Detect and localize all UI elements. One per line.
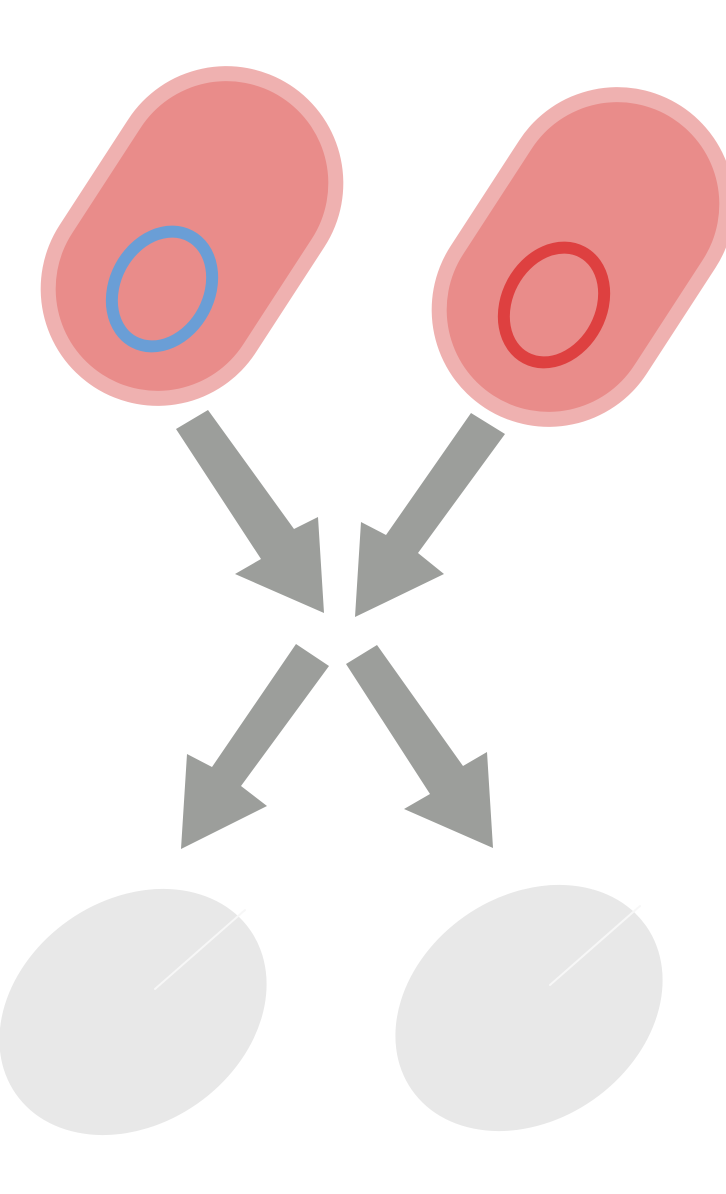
left-offspring-body xyxy=(0,888,267,1136)
left-offspring-highlight xyxy=(154,909,246,990)
arrow-down-left-bottom xyxy=(181,644,329,849)
right-cell xyxy=(431,87,726,427)
right-offspring-highlight xyxy=(549,905,641,986)
right-offspring xyxy=(395,884,663,1132)
right-offspring-body xyxy=(395,884,663,1132)
arrow-down-left-top xyxy=(355,413,505,617)
arrow-down-right-bottom xyxy=(346,645,493,848)
left-offspring xyxy=(0,888,267,1136)
arrow-down-right-top xyxy=(176,410,324,613)
blue-plasmid-ring xyxy=(105,225,219,353)
red-plasmid-ring xyxy=(497,241,611,369)
